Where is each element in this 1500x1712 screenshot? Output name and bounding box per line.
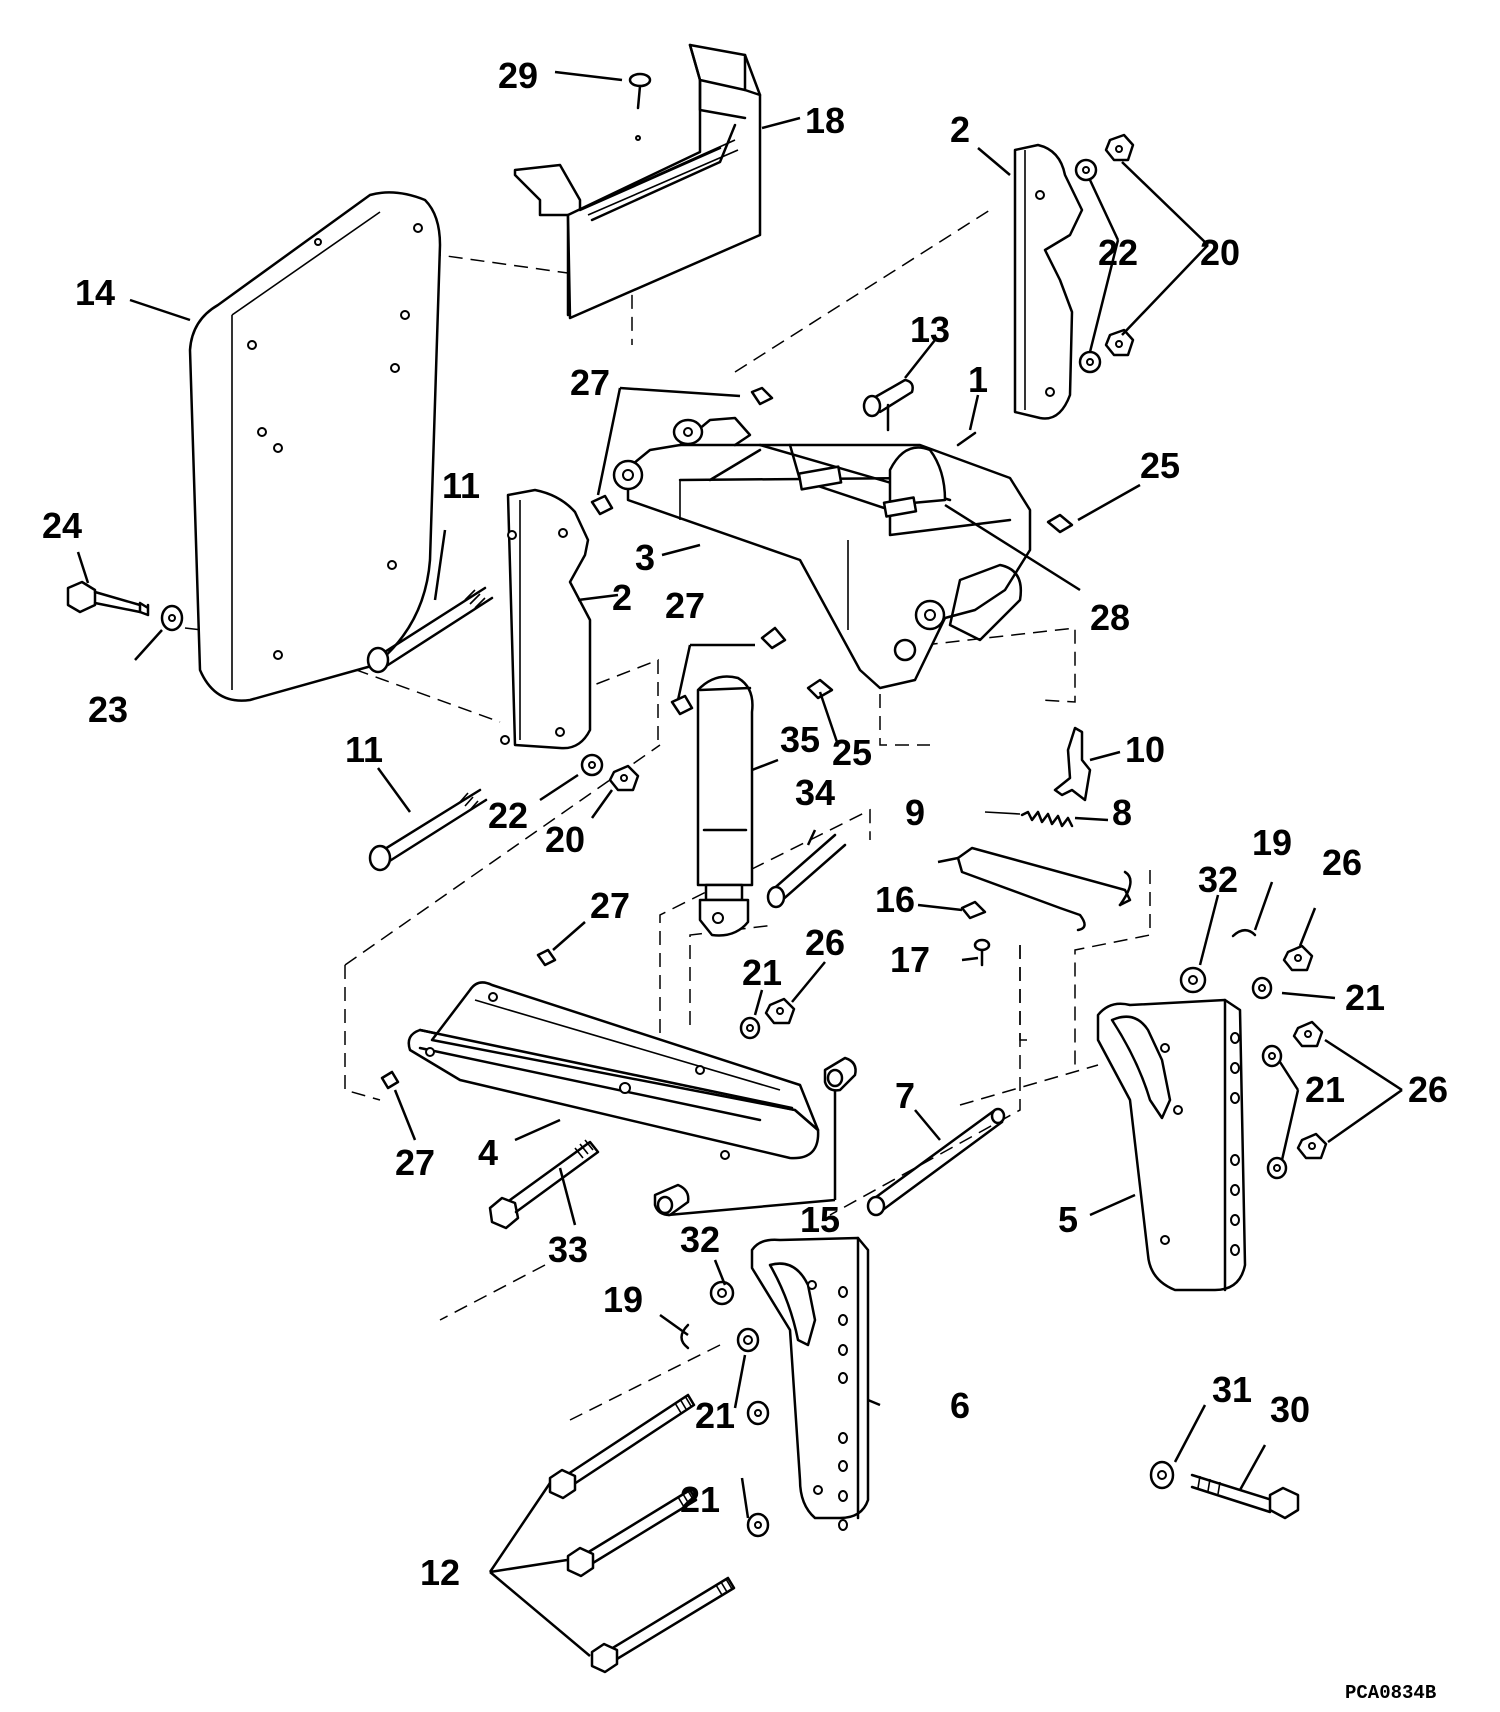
part-8-spring — [984, 810, 1074, 828]
callout-29: 29 — [498, 55, 538, 96]
hardware-22-20-lower — [580, 753, 640, 792]
callout-26-upper-right: 26 — [1322, 842, 1362, 883]
callout-11-lower: 11 — [345, 729, 383, 770]
plugs-27-25 — [380, 386, 1074, 1090]
callout-24: 24 — [42, 505, 82, 546]
part-30-bolt — [1190, 1473, 1300, 1520]
part-5-hole-column — [1230, 1032, 1240, 1256]
part-9-wire-link — [956, 846, 1132, 932]
part-16-clip — [960, 900, 987, 920]
part-18-bracket — [513, 43, 762, 320]
callout-31: 31 — [1212, 1369, 1252, 1410]
callout-10: 10 — [1125, 729, 1165, 770]
callout-1: 1 — [968, 359, 988, 400]
part-7-tube — [866, 1107, 1006, 1217]
callout-25-lower: 25 — [832, 732, 872, 773]
part-15-bushings — [653, 1056, 857, 1217]
part-31-washer — [1149, 1460, 1175, 1490]
callout-6: 6 — [950, 1385, 970, 1426]
callout-30: 30 — [1270, 1389, 1310, 1430]
part-3-swivel-bracket — [612, 416, 1032, 690]
part-35-cylinder — [696, 675, 754, 937]
alignment-lines — [184, 209, 1151, 1421]
part-11-bolt-upper — [366, 586, 494, 674]
part-23-washer — [160, 604, 184, 632]
callout-21-lower: 21 — [680, 1479, 720, 1520]
hardware-lower-middle — [680, 1280, 770, 1538]
part-2-plate-upper — [1013, 143, 1084, 420]
callout-28: 28 — [1090, 597, 1130, 638]
part-17-screw — [973, 938, 991, 967]
callout-21-middle: 21 — [742, 952, 782, 993]
callout-8: 8 — [1112, 792, 1132, 833]
callout-20-lower: 20 — [545, 819, 585, 860]
hardware-right-group — [1179, 929, 1328, 1180]
callout-26-right: 26 — [1408, 1069, 1448, 1110]
callout-33: 33 — [548, 1229, 588, 1270]
callout-21-lower-upper: 21 — [695, 1395, 735, 1436]
callout-22-lower: 22 — [488, 795, 528, 836]
leader-lines — [76, 70, 1403, 1657]
callout-labels: 29 18 2 22 20 14 13 1 27 25 11 24 3 2 27… — [42, 55, 1448, 1593]
callout-32-lower: 32 — [680, 1219, 720, 1260]
callout-15: 15 — [800, 1199, 840, 1240]
drawing-code: PCA0834B — [1345, 1682, 1436, 1704]
callout-18: 18 — [805, 100, 845, 141]
callout-17: 17 — [890, 939, 930, 980]
part-14-pad — [188, 191, 442, 702]
part-10-latch — [1053, 726, 1092, 802]
callout-27-lower: 27 — [590, 885, 630, 926]
callout-27-bottom-left: 27 — [395, 1142, 435, 1183]
callout-21-right-upper: 21 — [1345, 977, 1385, 1018]
callout-3: 3 — [635, 537, 655, 578]
part-4-base-channel — [407, 981, 820, 1160]
part-24-bolt — [66, 580, 150, 617]
callout-20-upper: 20 — [1200, 232, 1240, 273]
part-34-pin — [766, 833, 847, 909]
hardware-22-20-upper — [1074, 133, 1135, 374]
hardware-21-26-middle — [739, 997, 796, 1040]
part-33-bolt — [488, 1139, 600, 1230]
callout-26-middle: 26 — [805, 922, 845, 963]
part-13-fitting — [862, 378, 914, 432]
callout-16: 16 — [875, 879, 915, 920]
part-29-screw — [628, 72, 652, 141]
callout-14: 14 — [75, 272, 115, 313]
part-1-pin — [956, 431, 977, 447]
callout-19-lower: 19 — [603, 1279, 643, 1320]
callout-12: 12 — [420, 1552, 460, 1593]
part-12-bolts — [548, 1393, 736, 1674]
callout-11-upper: 11 — [442, 465, 480, 506]
callout-25-upper: 25 — [1140, 445, 1180, 486]
part-5-clamp-bracket — [1096, 998, 1247, 1292]
callout-13: 13 — [910, 309, 950, 350]
callout-19-right: 19 — [1252, 822, 1292, 863]
part-6-hole-column — [838, 1286, 848, 1531]
callout-34: 34 — [795, 772, 835, 813]
callout-35: 35 — [780, 719, 820, 760]
callout-23: 23 — [88, 689, 128, 730]
callout-32-right: 32 — [1198, 859, 1238, 900]
callout-21-right: 21 — [1305, 1069, 1345, 1110]
part-11-bolt-lower — [368, 788, 488, 872]
callout-22-upper: 22 — [1098, 232, 1138, 273]
callout-27-middle: 27 — [665, 585, 705, 626]
callout-7: 7 — [895, 1075, 915, 1116]
part-2-plate-lower — [500, 488, 592, 750]
callout-2-lower: 2 — [612, 577, 632, 618]
callout-2-upper: 2 — [950, 109, 970, 150]
callout-9: 9 — [905, 792, 925, 833]
part-6-clamp-bracket — [750, 1236, 870, 1531]
callout-5: 5 — [1058, 1199, 1078, 1240]
callout-27-upper: 27 — [570, 362, 610, 403]
callout-4: 4 — [478, 1132, 498, 1173]
